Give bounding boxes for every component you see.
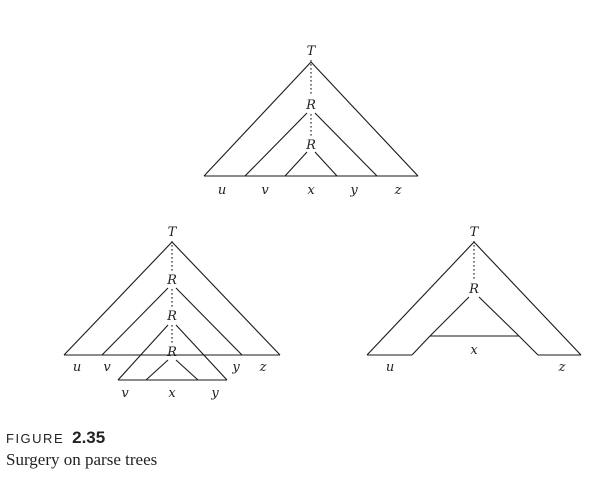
left-lower-leaf-label: x [168, 386, 176, 401]
right-right-leg-inner [518, 335, 539, 356]
right-outer-right-edge [473, 241, 582, 356]
top-leaf-label: x [307, 183, 315, 198]
left-root-label: T [168, 225, 178, 240]
top-inner1-label: R [305, 98, 316, 113]
right-leaf-label: z [558, 360, 566, 375]
left-upper-leaf-label: y [231, 360, 240, 375]
figure-number: 2.35 [72, 428, 106, 447]
left-inner2-right-edge [175, 324, 228, 381]
right-leaf-label: x [470, 343, 478, 358]
left-inner2-left-edge [117, 324, 169, 381]
left-inner1-left-edge [101, 287, 169, 356]
right-leaf-label: u [386, 360, 394, 375]
left-inner1-right-edge [175, 287, 243, 356]
left-upper-leaf-label: v [103, 360, 111, 375]
top-inner2-left-edge [284, 151, 308, 177]
left-lower-leaf-label: v [121, 386, 129, 401]
top-outer-left-edge [203, 61, 312, 177]
right-outer-left-edge [366, 241, 475, 356]
top-inner2-right-edge [314, 151, 338, 177]
right-root-label: T [470, 225, 480, 240]
top-leaf-label: y [349, 183, 358, 198]
left-outer-left-edge [63, 241, 173, 356]
top-leaf-label: v [261, 183, 269, 198]
left-tree: T R R R u v y z v x y [63, 225, 281, 401]
top-outer-right-edge [310, 61, 419, 177]
left-inner2-label: R [166, 309, 177, 324]
top-root-label: T [307, 44, 317, 59]
top-leaf-label: z [394, 183, 402, 198]
figure-caption-text: Surgery on parse trees [6, 450, 158, 469]
left-inner3-right-edge [175, 359, 199, 381]
left-inner1-label: R [166, 273, 177, 288]
left-outer-right-edge [171, 241, 281, 356]
left-inner3-left-edge [145, 359, 169, 381]
top-leaf-label: u [218, 183, 226, 198]
top-inner2-label: R [305, 138, 316, 153]
top-inner1-right-edge [314, 112, 378, 177]
parse-tree-diagram: T R R u v x y z T R R R u [63, 44, 582, 401]
figure-caption: FIGURE 2.35 Surgery on parse trees [6, 428, 596, 470]
top-tree: T R R u v x y z [203, 44, 419, 198]
figure-label: FIGURE [6, 431, 65, 446]
right-tree: T R u x z [366, 225, 582, 375]
left-upper-leaf-label: u [73, 360, 81, 375]
right-inner1-label: R [468, 282, 479, 297]
right-left-leg-inner [411, 335, 431, 356]
left-upper-leaf-label: z [259, 360, 267, 375]
right-inner1-left-edge [429, 296, 470, 337]
left-inner3-label: R [166, 345, 177, 360]
left-lower-leaf-label: y [210, 386, 219, 401]
top-inner1-left-edge [244, 112, 308, 177]
right-inner1-right-edge [478, 296, 520, 337]
figure-heading: FIGURE 2.35 [6, 428, 596, 448]
